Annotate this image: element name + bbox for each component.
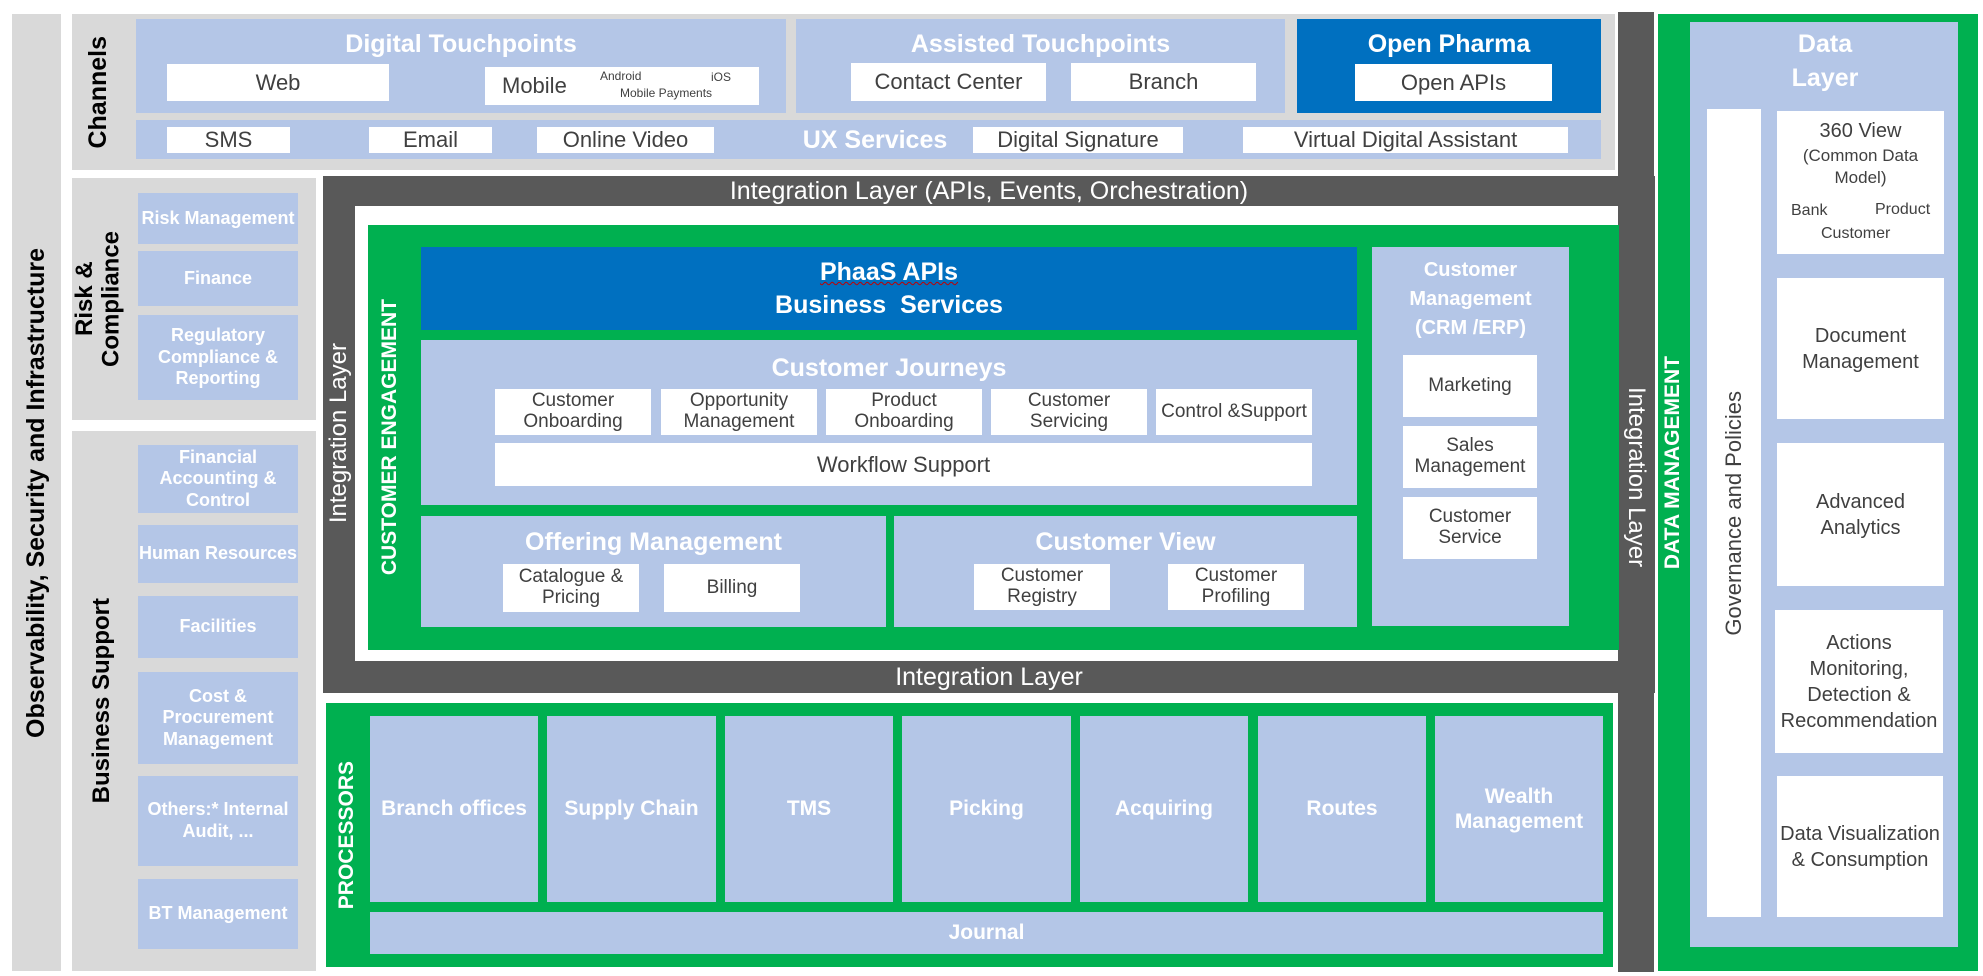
journal-bar: Journal — [370, 912, 1603, 954]
customer-registry-box: Customer Registry — [974, 564, 1110, 610]
channels-label: Channels — [83, 35, 112, 149]
business-services-title: Business Services — [775, 290, 1003, 319]
bs-item-3: Cost & Procurement Management — [138, 672, 298, 764]
view360-subtitle: (Common Data Model) — [1802, 145, 1919, 187]
observability-panel: Observability, Security and Infrastructu… — [12, 14, 61, 971]
processors-label: PROCESSORS — [335, 760, 358, 910]
offering-management-panel — [421, 516, 886, 627]
digital-touchpoints-title: Digital Touchpoints — [345, 29, 577, 58]
email-box: Email — [369, 127, 492, 153]
processor-item-4: Acquiring — [1080, 716, 1248, 902]
processor-item-3: Picking — [902, 716, 1071, 902]
journey-item-4: Control &Support — [1156, 389, 1312, 435]
view360-title: 360 View — [1819, 119, 1902, 142]
governance-label: Governance and Policies — [1721, 390, 1746, 636]
phaas-apis-box: PhaaS APIs Business Services — [421, 247, 1357, 330]
customer-journeys-title: Customer Journeys — [771, 353, 1007, 382]
android-label: Android — [600, 69, 642, 83]
customer-view-title: Customer View — [1035, 527, 1216, 556]
business-support-label: Business Support — [88, 598, 115, 804]
crm-title: Customer Management (CRM /ERP) — [1409, 258, 1532, 339]
data-management-label: DATA MANAGEMENT — [1661, 355, 1684, 570]
online-video-box: Online Video — [537, 127, 714, 153]
risk-item-2: Regulatory Compliance & Reporting — [138, 315, 298, 400]
dm-item-1: Advanced Analytics — [1777, 443, 1944, 586]
journey-item-0: Customer Onboarding — [495, 389, 651, 435]
sms-box: SMS — [167, 127, 290, 153]
customer-profiling-box: Customer Profiling — [1168, 564, 1304, 610]
integration-left-box: Integration Layer — [323, 206, 355, 661]
workflow-support-box: Workflow Support — [495, 443, 1312, 486]
dm-item-2: Actions Monitoring, Detection & Recommen… — [1775, 610, 1943, 753]
dm-item-0: Document Management — [1777, 278, 1944, 419]
phaas-apis-title: PhaaS APIs — [819, 258, 959, 286]
integration-left-label: Integration Layer — [325, 343, 352, 524]
open-apis-box: Open APIs — [1355, 64, 1552, 101]
offering-management-title: Offering Management — [525, 527, 782, 556]
bs-item-5: BT Management — [138, 879, 298, 949]
catalogue-pricing-box: Catalogue & Pricing — [503, 564, 639, 612]
integration-top-label: Integration Layer (APIs, Events, Orchest… — [729, 176, 1249, 205]
journey-item-2: Product Onboarding — [826, 389, 982, 435]
ux-services-title: UX Services — [802, 125, 948, 154]
open-pharma-title: Open Pharma — [1367, 29, 1531, 58]
billing-box: Billing — [664, 564, 800, 612]
processor-item-6: Wealth Management — [1435, 716, 1603, 902]
risk-item-0: Risk Management — [138, 193, 298, 244]
web-box: Web — [167, 64, 389, 101]
customer-engagement-label-box: CUSTOMER ENGAGEMENT — [368, 225, 412, 650]
view360-bank: Bank — [1791, 202, 1828, 219]
risk-label: Risk & Compliance — [71, 219, 136, 379]
view360-customer: Customer — [1821, 225, 1891, 242]
view360-box: 360 View (Common Data Model) Bank Produc… — [1777, 111, 1944, 254]
branch-box: Branch — [1071, 63, 1256, 101]
mobile-label: Mobile — [502, 73, 567, 98]
processor-item-0: Branch offices — [370, 716, 538, 902]
data-layer-title: Data Layer — [1791, 30, 1859, 92]
risk-label-text: Risk & Compliance — [71, 230, 125, 368]
processor-item-2: TMS — [725, 716, 893, 902]
bs-item-2: Facilities — [138, 596, 298, 658]
journey-item-1: Opportunity Management — [661, 389, 817, 435]
governance-box: Governance and Policies — [1707, 109, 1761, 917]
crm-item-2: Customer Service — [1403, 497, 1537, 559]
journey-item-3: Customer Servicing — [991, 389, 1147, 435]
bs-item-0: Financial Accounting & Control — [138, 445, 298, 513]
processor-item-1: Supply Chain — [547, 716, 716, 902]
integration-right-label: Integration Layer — [1623, 386, 1650, 568]
crm-item-1: Sales Management — [1403, 426, 1537, 488]
dm-item-3: Data Visualization & Consumption — [1777, 776, 1943, 917]
bs-item-4: Others:* Internal Audit, ... — [138, 776, 298, 866]
mobile-box: Mobile Android iOS Mobile Payments — [485, 67, 759, 105]
mobile-payments-label: Mobile Payments — [620, 86, 713, 100]
crm-item-0: Marketing — [1403, 355, 1537, 417]
observability-label: Observability, Security and Infrastructu… — [22, 247, 50, 738]
processor-item-5: Routes — [1258, 716, 1426, 902]
customer-engagement-label: CUSTOMER ENGAGEMENT — [378, 299, 401, 576]
integration-bottom-label: Integration Layer — [895, 663, 1083, 691]
risk-item-1: Finance — [138, 251, 298, 306]
risk-label-box: Risk & Compliance — [71, 178, 136, 420]
data-management-label-box: DATA MANAGEMENT — [1658, 14, 1688, 971]
view360-product: Product — [1875, 201, 1931, 218]
ios-label: iOS — [711, 70, 732, 84]
contact-center-box: Contact Center — [851, 63, 1046, 101]
assisted-touchpoints-title: Assisted Touchpoints — [910, 29, 1171, 58]
virtual-assistant-box: Virtual Digital Assistant — [1243, 127, 1568, 153]
business-support-label-box: Business Support — [72, 431, 132, 971]
channels-label-box: Channels — [72, 14, 124, 170]
digital-signature-box: Digital Signature — [973, 127, 1183, 153]
integration-right-bar: Integration Layer — [1618, 12, 1654, 972]
bs-item-1: Human Resources — [138, 525, 298, 583]
processors-label-box: PROCESSORS — [326, 703, 368, 967]
